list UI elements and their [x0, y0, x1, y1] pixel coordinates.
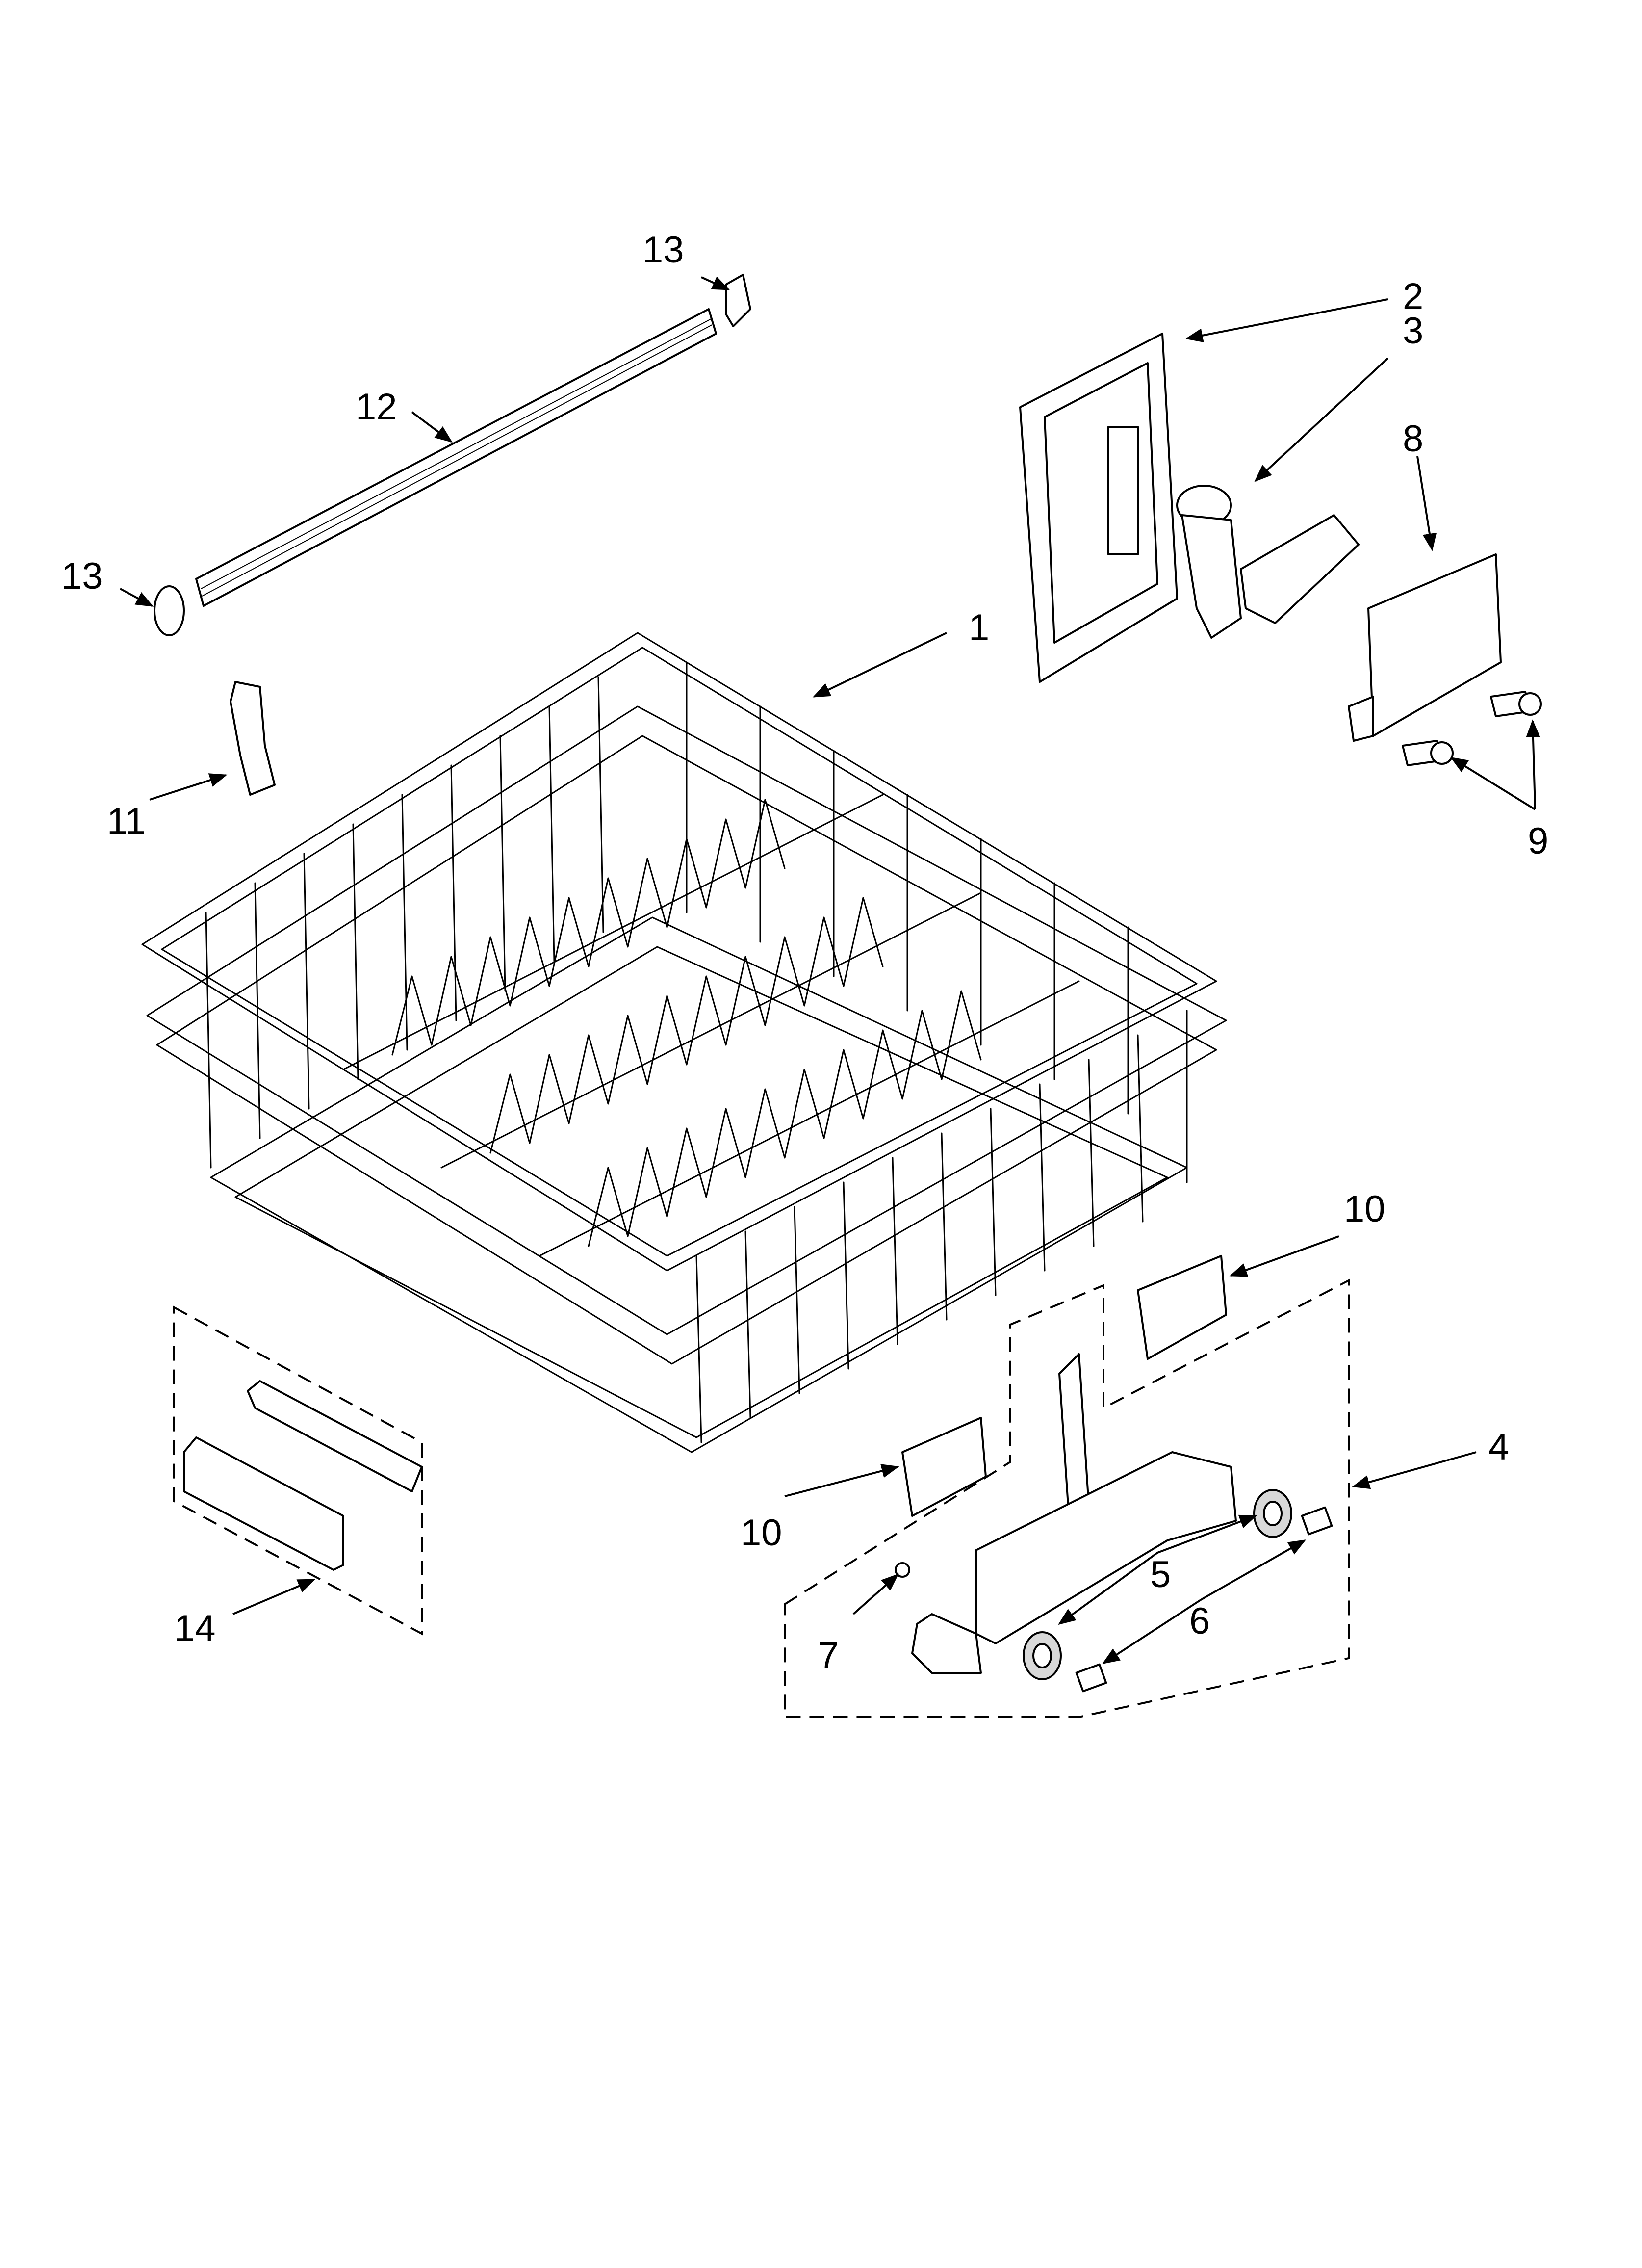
callout-2: 2 — [1403, 276, 1423, 317]
adjuster-lever — [1176, 485, 1360, 639]
leader-lines — [120, 276, 1540, 1664]
callout-14: 14 — [174, 1608, 216, 1649]
rack-rail-assembly-group — [784, 1278, 1350, 1718]
small-screw — [895, 1562, 910, 1578]
rack-center-tines — [342, 794, 1080, 1257]
callout-13-upper: 13 — [642, 229, 684, 271]
callout-12: 12 — [356, 386, 397, 428]
callout-11: 11 — [107, 801, 146, 842]
rack-rail — [195, 308, 717, 607]
rack-clip-lower-left — [901, 1417, 987, 1517]
rail-end-cap-lower — [154, 585, 185, 636]
rack-clip — [230, 681, 276, 796]
callout-9: 9 — [1528, 820, 1548, 862]
callout-13-lower: 13 — [61, 555, 103, 597]
callout-3: 3 — [1403, 310, 1423, 352]
callout-8: 8 — [1403, 418, 1423, 460]
upper-dish-rack — [141, 632, 1227, 1453]
callout-6: 6 — [1189, 1600, 1210, 1642]
screw-upper — [1490, 691, 1542, 717]
callout-5: 5 — [1150, 1554, 1171, 1595]
callout-7: 7 — [818, 1635, 839, 1676]
rack-wheel-lower — [1023, 1631, 1062, 1680]
callout-10-upper: 10 — [1344, 1188, 1385, 1230]
adjuster-cover — [1348, 553, 1502, 742]
wheel-axle-upper — [1301, 1506, 1333, 1536]
rack-clip-upper-right — [1137, 1255, 1227, 1360]
rack-wheel-upper — [1253, 1489, 1292, 1538]
rack-adjuster-housing — [1019, 333, 1178, 683]
callout-10-lower: 10 — [741, 1512, 782, 1554]
callout-4: 4 — [1488, 1426, 1509, 1468]
rack-left-tines — [205, 676, 604, 1169]
wheel-axle-lower — [1075, 1663, 1107, 1693]
rack-front-tines — [695, 1010, 1188, 1443]
rail-end-cap-upper — [725, 274, 751, 327]
callout-1: 1 — [969, 607, 989, 649]
handle-group — [173, 1305, 423, 1636]
screw-lower — [1402, 740, 1454, 766]
